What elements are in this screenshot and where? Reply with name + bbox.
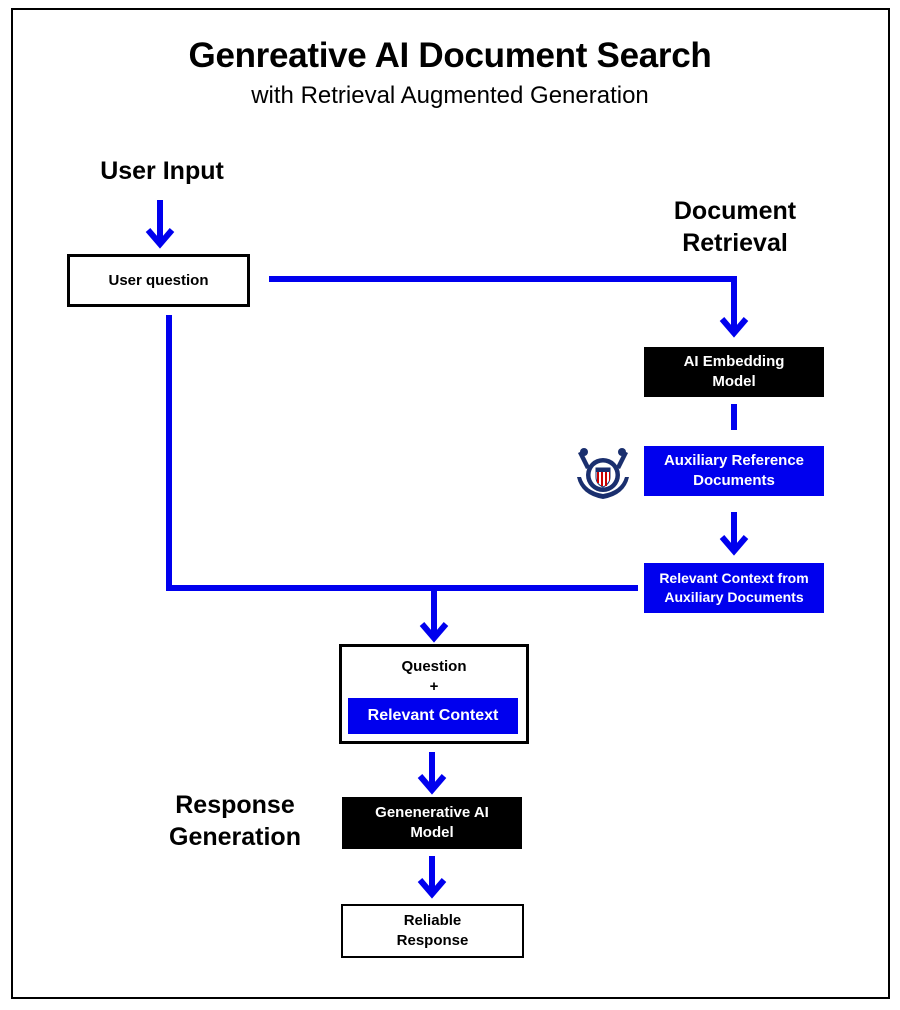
arrowhead-aux-to-context (719, 535, 749, 556)
connector-question-to-embedding (269, 276, 737, 333)
node-aux-reference-documents: Auxiliary Reference Documents (644, 446, 824, 496)
section-document-retrieval-line-2: Retrieval (682, 229, 788, 257)
node-reliable-response-line-2: Response (396, 932, 469, 949)
arrowhead-merge-down (419, 622, 449, 643)
node-relevant-context-from-line-2: Auxiliary Documents (664, 589, 804, 605)
node-embedding-model-line-2: Model (712, 373, 756, 390)
node-reliable-response-line-1: Reliable (403, 912, 462, 929)
node-relevant-context-from-aux: Relevant Context from Auxiliary Document… (644, 563, 824, 613)
diagram-title: Genreative AI Document Search (188, 36, 712, 75)
diagram-subtitle: with Retrieval Augmented Generation (251, 82, 649, 109)
section-user-input: User Input (100, 157, 224, 185)
section-response-generation: Response Generation (150, 789, 320, 853)
arrowhead-embedding (719, 317, 749, 338)
node-embedding-model-line-1: AI Embedding (683, 353, 785, 370)
node-generative-model-line-2: Model (410, 824, 454, 841)
node-user-question: User question (67, 254, 250, 307)
node-question-label: Question (401, 658, 467, 675)
node-plus-sign: + (429, 678, 439, 695)
node-generative-model-line-1: Genenerative AI (375, 804, 489, 821)
arrowhead-to-response (417, 878, 447, 899)
node-generative-model: Genenerative AI Model (342, 797, 522, 849)
node-relevant-context-from-line-1: Relevant Context from (659, 570, 809, 586)
arrowhead-to-generative (417, 774, 447, 795)
node-aux-docs-line-1: Auxiliary Reference (663, 452, 805, 469)
section-response-generation-line-2: Generation (169, 823, 301, 851)
node-relevant-context: Relevant Context (348, 698, 518, 734)
diagram-frame (11, 8, 890, 999)
coast-guard-emblem-icon (577, 448, 629, 499)
node-aux-docs-line-2: Documents (693, 472, 775, 489)
connector-question-to-merge (166, 315, 434, 591)
section-response-generation-line-1: Response (175, 791, 295, 819)
section-document-retrieval: Document Retrieval (640, 195, 830, 259)
node-embedding-model: AI Embedding Model (644, 347, 824, 397)
arrowhead-user-input (145, 228, 175, 249)
node-reliable-response: Reliable Response (341, 904, 524, 958)
section-document-retrieval-line-1: Document (673, 197, 797, 225)
